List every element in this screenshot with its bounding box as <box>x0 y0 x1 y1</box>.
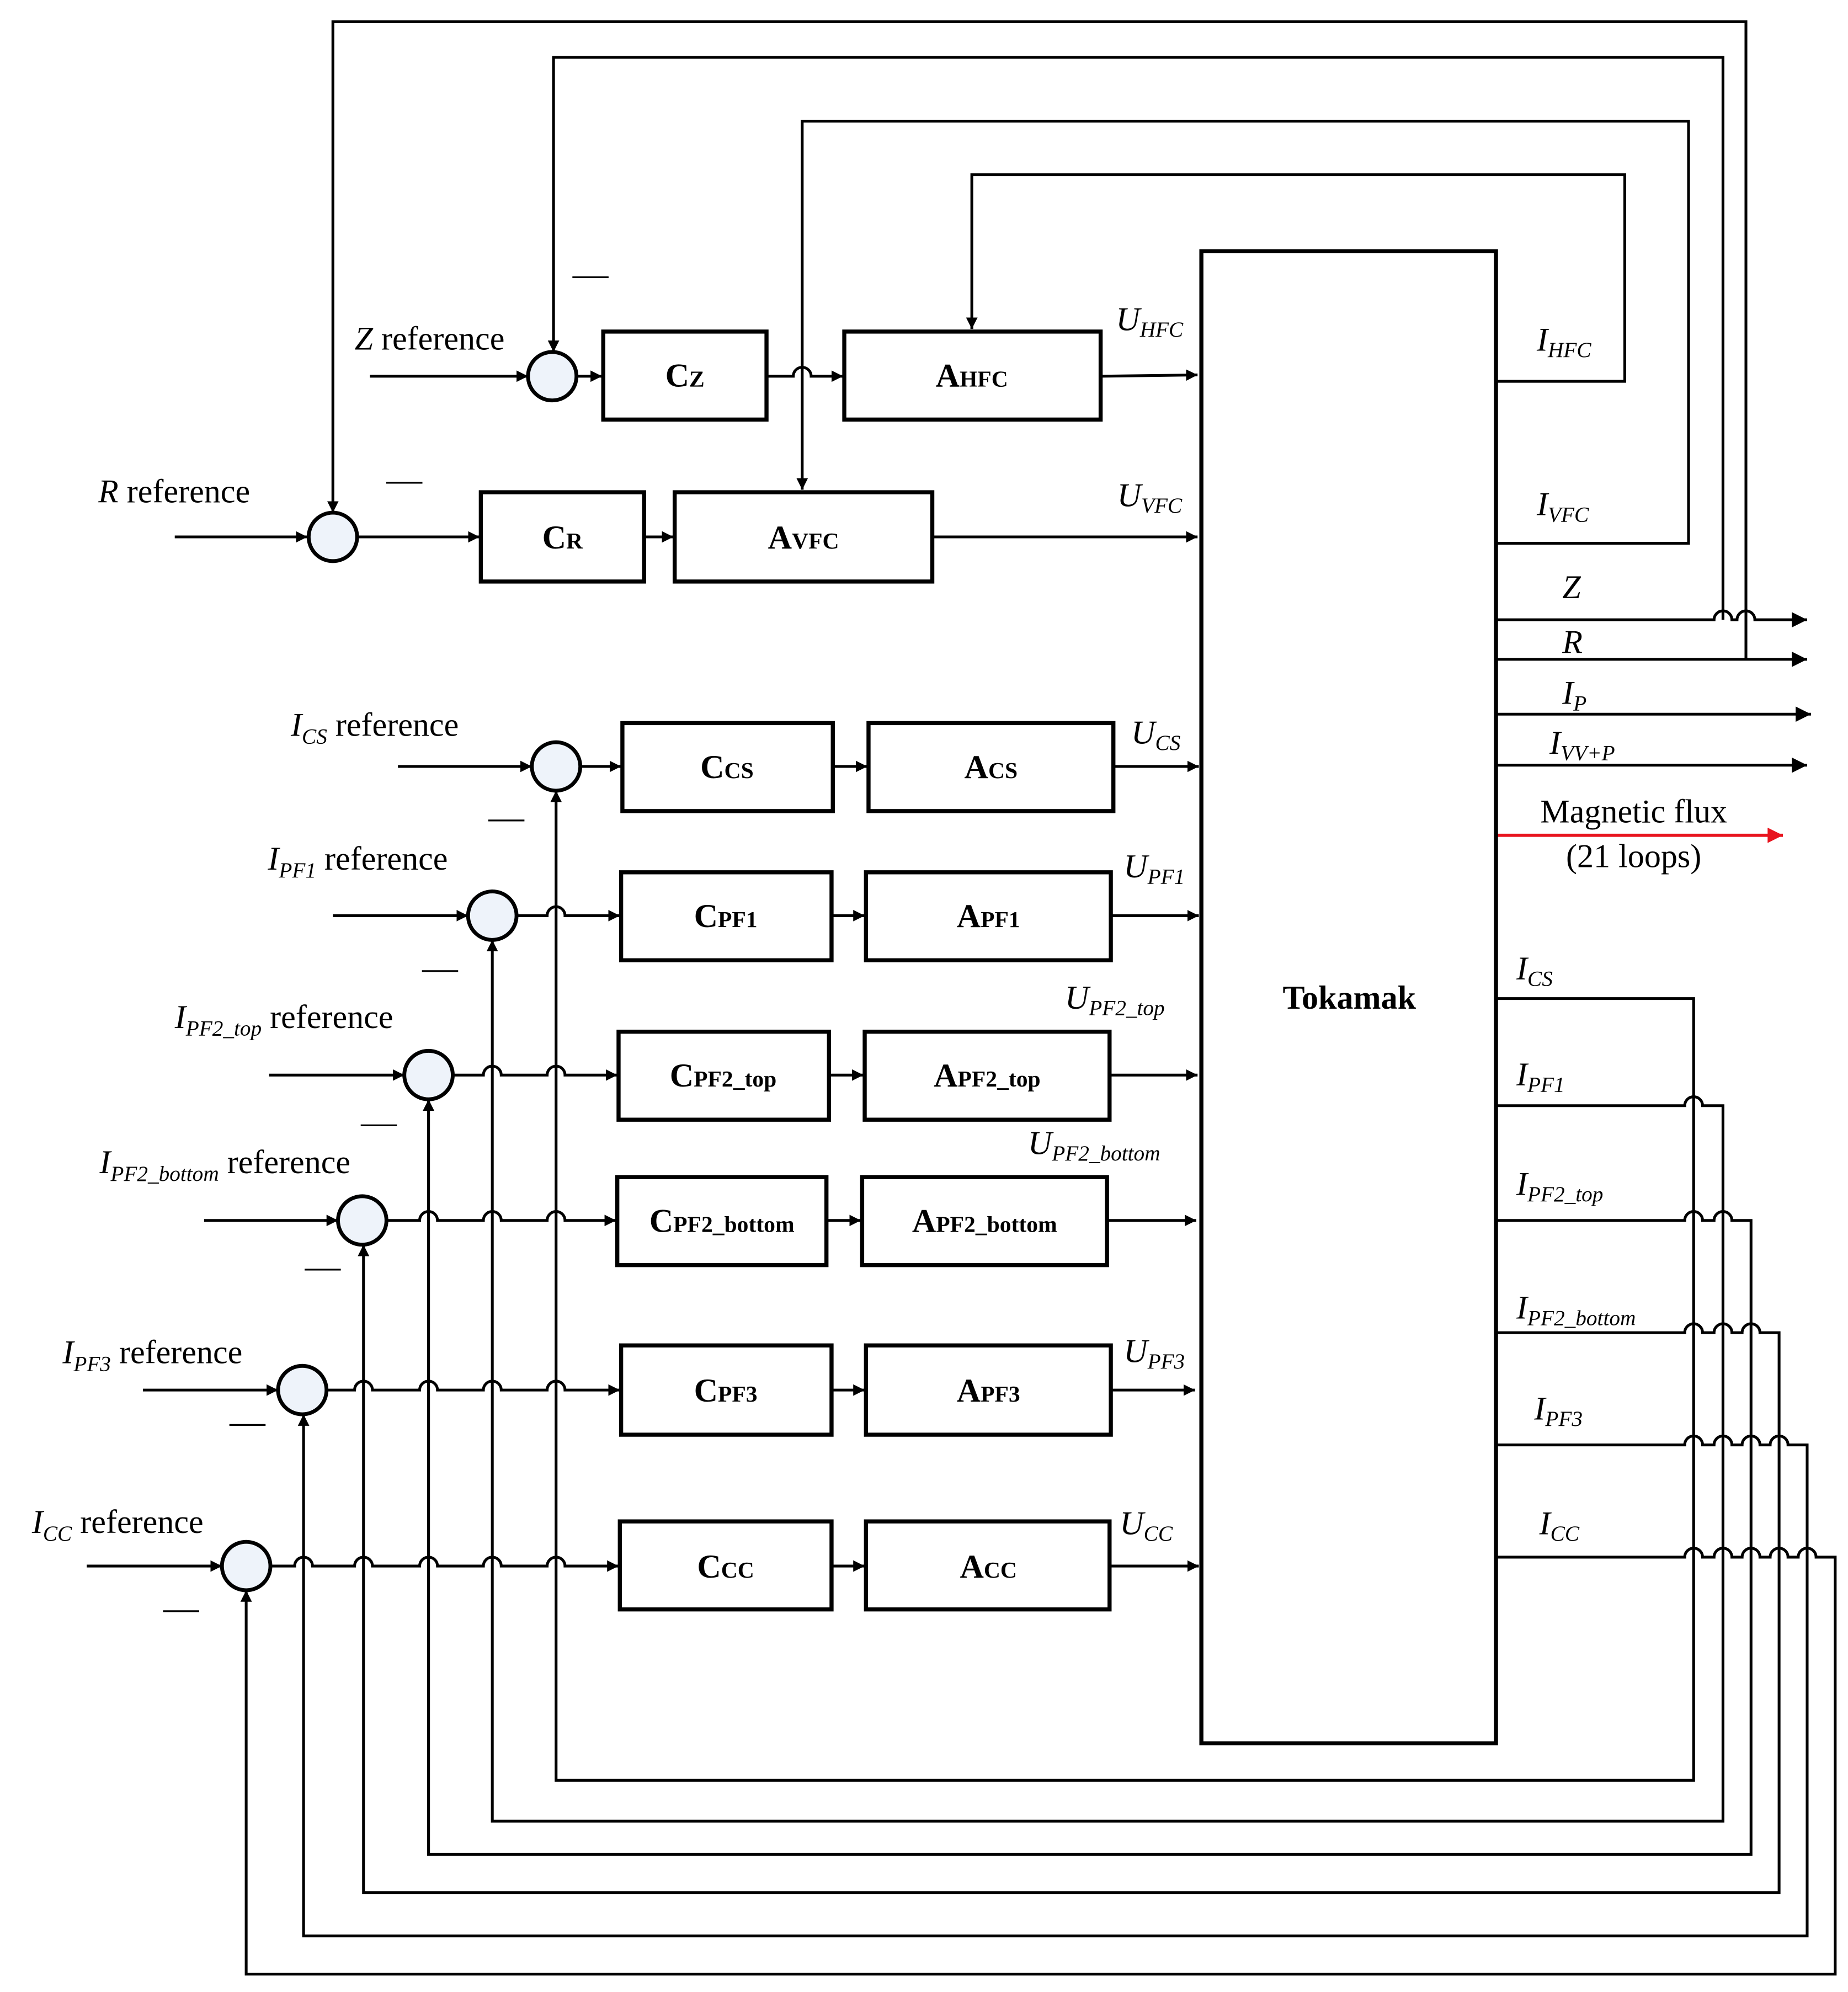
amplifier-pf3-label: APF3 <box>957 1372 1020 1409</box>
controller-cc-block <box>617 1519 834 1612</box>
u-pf2bottom-label: UPF2_bottom <box>1028 1125 1160 1166</box>
amplifier-vfc-block <box>672 490 935 584</box>
controller-cc-label: CCC <box>697 1548 754 1585</box>
amplifier-pf2bottom-label: APF2_bottom <box>912 1202 1057 1239</box>
magnetic-flux-loops-label: (21 loops) <box>1566 838 1701 875</box>
summing-junctions <box>220 350 583 1592</box>
controller-pf1-label: CPF1 <box>694 897 758 934</box>
r-output-label: R <box>1562 623 1583 660</box>
ipf2bottom-reference-label: IPF2_bottom reference <box>99 1143 350 1186</box>
controller-pf2top-block <box>616 1030 832 1122</box>
controller-cs-label: CCS <box>700 748 754 785</box>
z-output-label: Z <box>1562 568 1581 605</box>
r-reference-label: R reference <box>98 473 250 510</box>
sum-junction-cc <box>220 1540 273 1592</box>
icc-reference-label: ICC reference <box>31 1503 204 1546</box>
amplifier-cc-label: ACC <box>960 1548 1016 1585</box>
ipf2top-reference-label: IPF2_top reference <box>174 998 393 1041</box>
minus-sign-pf2bottom: — <box>304 1246 341 1286</box>
u-hfc-label: UHFC <box>1116 301 1184 342</box>
amplifier-pf1-block <box>864 870 1113 962</box>
ip-output-label: IP <box>1562 674 1586 716</box>
controller-pf2bottom-label: CPF2_bottom <box>649 1202 795 1239</box>
sum-junction-cs <box>530 740 583 793</box>
i-pf3-output-label: IPF3 <box>1533 1389 1583 1431</box>
controller-r-block <box>478 490 646 584</box>
u-cc-label: UCC <box>1120 1504 1173 1546</box>
tokamak-label: Tokamak <box>1282 979 1416 1016</box>
i-cs-output-label: ICS <box>1516 950 1553 991</box>
amplifier-hfc-label: AHFC <box>936 356 1008 393</box>
sum-junction-r <box>306 510 359 563</box>
ivvp-output-label: IVV+P <box>1549 724 1615 765</box>
u-pf2top-label: UPF2_top <box>1065 979 1165 1020</box>
ipf1-reference-label: IPF1 reference <box>267 840 448 882</box>
sum-junction-pf2bottom <box>336 1194 388 1247</box>
controller-pf3-label: CPF3 <box>694 1372 758 1409</box>
u-vfc-label: UVFC <box>1117 477 1183 518</box>
u-pf3-label: UPF3 <box>1123 1332 1185 1373</box>
tokamak-block <box>1199 249 1498 1746</box>
minus-sign-pf3: — <box>229 1402 266 1441</box>
amplifier-vfc-label: AVFC <box>768 519 839 556</box>
controller-pf1-block <box>619 870 834 962</box>
controller-r-label: CR <box>542 519 583 556</box>
controller-z-label: CZ <box>665 356 705 393</box>
amplifier-pf2top-block <box>862 1030 1112 1122</box>
amplifier-pf2bottom-block <box>860 1175 1109 1267</box>
minus-sign-cs: — <box>488 797 525 837</box>
i-pf2top-output-label: IPF2_top <box>1516 1165 1603 1207</box>
amplifier-pf1-label: APF1 <box>957 897 1020 934</box>
minus-sign-r: — <box>386 459 423 499</box>
i-pf2bottom-output-label: IPF2_bottom <box>1516 1289 1636 1330</box>
amplifier-pf2top-label: APF2_top <box>934 1057 1041 1094</box>
amplifier-cc-block <box>864 1519 1112 1612</box>
amplifier-pf3-block <box>864 1343 1113 1437</box>
z-reference-label: Z reference <box>355 319 505 356</box>
ics-reference-label: ICS reference <box>290 706 459 749</box>
i-cc-output-label: ICC <box>1539 1504 1580 1546</box>
i-hfc-label: IHFC <box>1536 321 1591 363</box>
minus-sign-z: — <box>572 254 609 294</box>
sum-junction-pf3 <box>276 1363 329 1416</box>
sum-junction-z <box>526 350 579 403</box>
controller-pf2top-label: CPF2_top <box>670 1057 777 1094</box>
u-cs-label: UCS <box>1131 713 1180 755</box>
sum-junction-pf1 <box>466 890 519 942</box>
sum-junction-pf2top <box>402 1048 455 1101</box>
controller-cs-block <box>620 721 835 813</box>
magnetic-flux-label: Magnetic flux <box>1540 793 1727 830</box>
amplifier-hfc-block <box>842 329 1103 422</box>
minus-sign-pf2top: — <box>360 1102 397 1142</box>
u-pf1-label: UPF1 <box>1123 848 1185 889</box>
amplifier-cs-block <box>866 721 1116 813</box>
controller-pf2bottom-block <box>615 1175 829 1267</box>
controller-pf3-block <box>619 1343 834 1437</box>
ipf3-reference-label: IPF3 reference <box>62 1334 242 1376</box>
minus-sign-pf1: — <box>422 947 459 987</box>
controller-z-block <box>601 329 769 422</box>
amplifier-cs-label: ACS <box>965 748 1018 785</box>
i-pf1-output-label: IPF1 <box>1516 1056 1565 1097</box>
i-vfc-label: IVFC <box>1536 486 1589 527</box>
minus-sign-cc: — <box>163 1588 200 1627</box>
signal-wires <box>87 20 1837 1976</box>
